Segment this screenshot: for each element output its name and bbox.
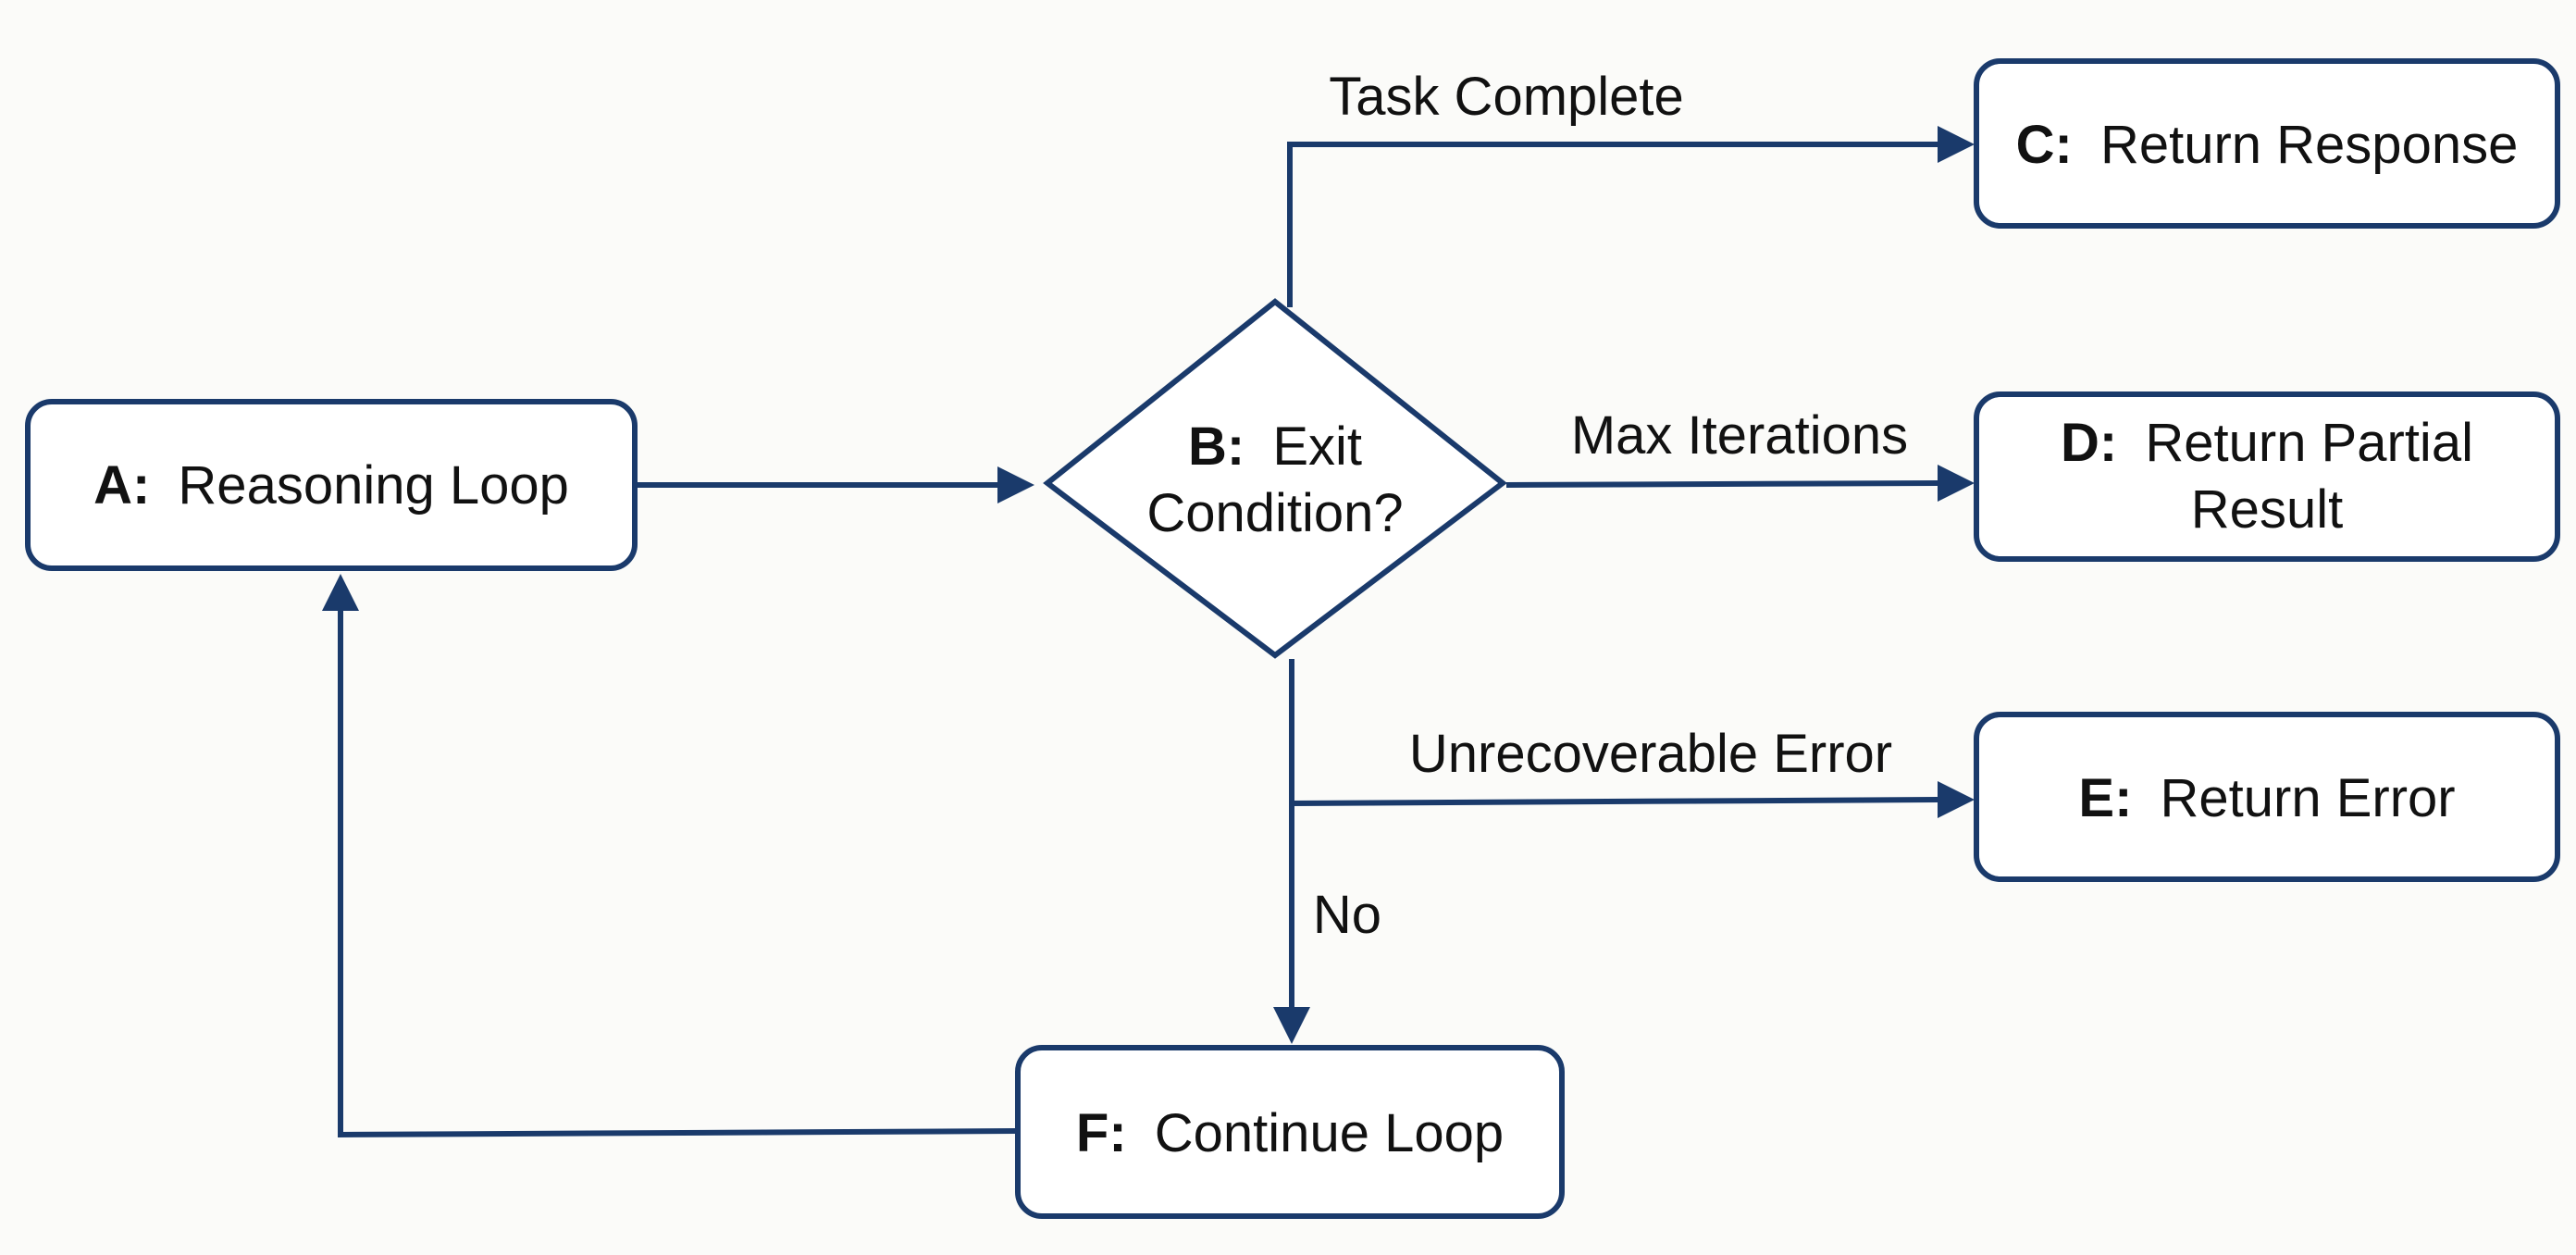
- svg-text:A: Reasoning Loop: A: Reasoning Loop: [93, 455, 569, 516]
- svg-text:B: Exit: B: Exit: [1188, 416, 1362, 477]
- edge-label-unrecoverable-error: Unrecoverable Error: [1409, 724, 1892, 784]
- node-a-id: A:: [93, 455, 150, 516]
- svg-text:D: Return Partial: D: Return Partial: [2061, 413, 2473, 473]
- node-e-return-error: E: Return Error: [1974, 712, 2560, 882]
- edge-f-to-a: [322, 574, 1017, 1138]
- node-a-label: Reasoning Loop: [178, 455, 568, 516]
- node-b-label-line-2: Condition?: [1146, 483, 1403, 543]
- node-d-label-line-2: Result: [2191, 479, 2343, 540]
- edge-b-to-d: [1505, 465, 1975, 502]
- svg-text:C: Return Response: C: Return Response: [2016, 115, 2519, 175]
- node-c-return-response: C: Return Response: [1974, 58, 2560, 229]
- node-f-continue-loop: F: Continue Loop: [1015, 1045, 1565, 1219]
- node-d-label-line-1: Return Partial: [2145, 413, 2473, 473]
- edge-label-task-complete: Task Complete: [1329, 67, 1684, 127]
- node-b-label-line-1: Exit: [1272, 416, 1362, 477]
- node-a-reasoning-loop: A: Reasoning Loop: [25, 399, 638, 571]
- node-c-label: Return Response: [2100, 115, 2518, 175]
- node-e-id: E:: [2078, 768, 2132, 828]
- edge-b-to-c: [1287, 126, 1975, 307]
- svg-text:F: Continue Loop: F: Continue Loop: [1076, 1103, 1504, 1163]
- node-f-id: F:: [1076, 1103, 1127, 1163]
- edge-b-to-f: [1273, 803, 1310, 1044]
- edge-a-to-b: [635, 466, 1034, 503]
- node-c-id: C:: [2016, 115, 2073, 175]
- node-b-exit-condition: B: Exit Condition?: [1043, 298, 1507, 659]
- node-b-id: B:: [1188, 416, 1245, 477]
- node-f-label: Continue Loop: [1155, 1103, 1504, 1163]
- node-d-id: D:: [2061, 413, 2117, 473]
- edge-label-max-iterations: Max Iterations: [1571, 405, 1908, 466]
- svg-text:E: Return Error: E: Return Error: [2078, 768, 2455, 828]
- node-d-return-partial-result: D: Return Partial Result: [1974, 391, 2560, 562]
- node-e-label: Return Error: [2161, 768, 2456, 828]
- edge-label-no: No: [1313, 885, 1381, 945]
